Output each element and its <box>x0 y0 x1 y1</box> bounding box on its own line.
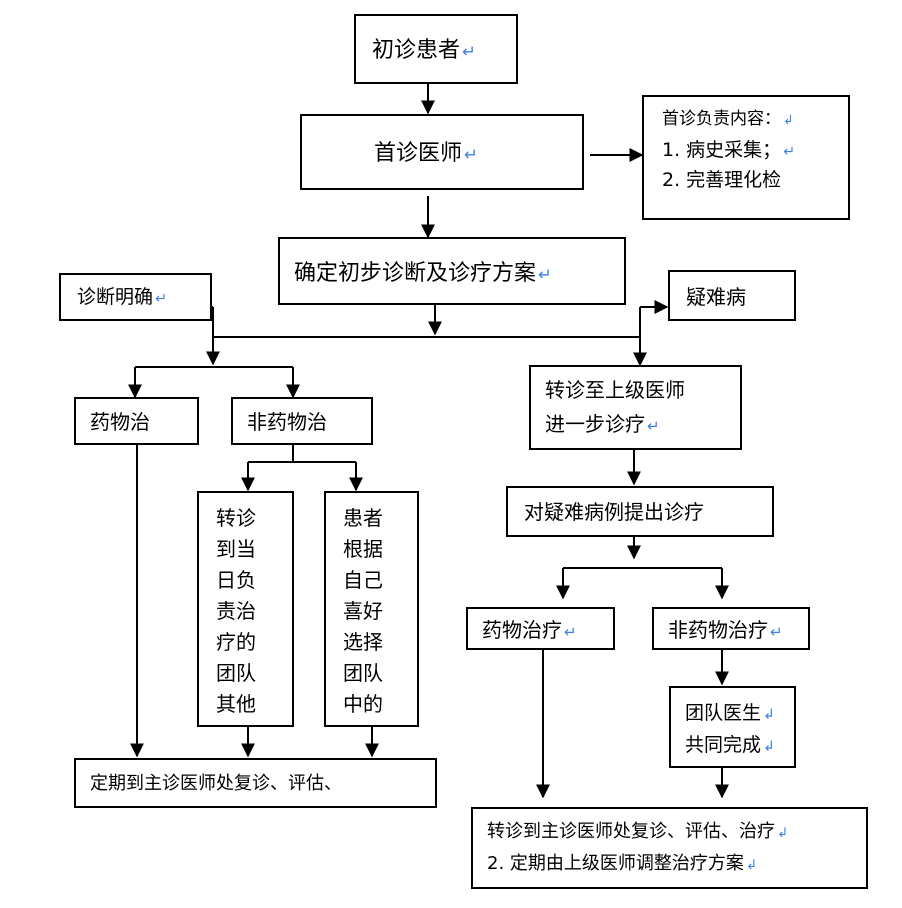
node-team-line2: 共同完成↲ <box>685 734 775 756</box>
node-drug-right: 药物治疗↵ <box>466 607 615 650</box>
node-followup-left-label: 定期到主诊医师处复诊、评估、 <box>90 773 342 794</box>
node-initial-patient: 初诊患者↵ <box>354 14 518 84</box>
node-first-doctor-label: 首诊医师↵ <box>374 141 478 166</box>
node-diagnosis-clear: 诊断明确↵ <box>59 273 212 321</box>
node-followup-right-line1: 转诊到主诊医师处复诊、评估、治疗↲ <box>487 821 789 842</box>
soft-return-mark-icon: ↲ <box>777 825 789 841</box>
node-responsibility: 首诊负责内容：↲ 1. 病史采集；↵ 2. 完善理化检 <box>642 95 850 220</box>
node-followup-right: 转诊到主诊医师处复诊、评估、治疗↲ 2. 定期由上级医师调整治疗方案↲ <box>471 807 868 889</box>
responsibility-item-2: 2. 完善理化检 <box>662 169 782 191</box>
patient-choice-text: 患者 根据 自己 喜好 选择 团队 中的 <box>343 506 383 716</box>
soft-return-mark-icon: ↲ <box>745 857 758 873</box>
node-plan-label: 确定初步诊断及诊疗方案↵ <box>294 261 552 286</box>
node-team: 团队医生↲ 共同完成↲ <box>669 686 796 768</box>
return-mark-icon: ↵ <box>538 265 552 284</box>
node-transfer-team-column: 转诊 到当 日负 责治 疗的 团队 其他 <box>197 491 294 727</box>
node-difficult-cases-label: 对疑难病例提出诊疗 <box>524 500 704 524</box>
soft-return-mark-icon: ↲ <box>763 707 775 723</box>
node-nondrug-left-label: 非药物治 <box>247 410 327 434</box>
node-initial-patient-label: 初诊患者↵ <box>372 38 476 63</box>
node-nondrug-left: 非药物治 <box>231 397 373 445</box>
return-mark-icon: ↵ <box>783 144 796 160</box>
node-followup-left: 定期到主诊医师处复诊、评估、 <box>74 758 437 808</box>
node-difficult-disease: 疑难病 <box>668 270 796 321</box>
return-mark-icon: ↵ <box>464 145 478 164</box>
node-difficult-disease-label: 疑难病 <box>686 285 746 309</box>
node-transfer-senior: 转诊至上级医师 进一步诊疗↵ <box>529 365 742 450</box>
node-transfer-senior-line1: 转诊至上级医师 <box>545 378 685 402</box>
node-difficult-cases: 对疑难病例提出诊疗 <box>506 486 774 537</box>
node-drug-right-label: 药物治疗↵ <box>482 618 577 642</box>
node-followup-right-line2: 2. 定期由上级医师调整治疗方案↲ <box>487 853 758 874</box>
return-mark-icon: ↵ <box>564 623 577 641</box>
return-mark-icon: ↵ <box>462 42 476 61</box>
node-drug-left-label: 药物治 <box>90 410 150 434</box>
return-mark-icon: ↵ <box>155 291 167 307</box>
node-patient-choice-column: 患者 根据 自己 喜好 选择 团队 中的 <box>324 491 419 727</box>
soft-return-mark-icon: ↲ <box>783 113 794 128</box>
node-nondrug-right-label: 非药物治疗↵ <box>668 618 783 642</box>
responsibility-item-1: 1. 病史采集；↵ <box>662 139 796 161</box>
node-transfer-senior-line2: 进一步诊疗↵ <box>545 412 660 436</box>
responsibility-title: 首诊负责内容：↲ <box>662 109 794 129</box>
return-mark-icon: ↵ <box>770 623 783 641</box>
return-mark-icon: ↵ <box>647 417 660 435</box>
node-team-line1: 团队医生↲ <box>685 702 775 724</box>
node-drug-left: 药物治 <box>74 397 199 445</box>
node-diagnosis-clear-label: 诊断明确↵ <box>77 286 167 308</box>
node-first-doctor: 首诊医师↵ <box>300 114 584 190</box>
node-nondrug-right: 非药物治疗↵ <box>652 607 810 650</box>
transfer-team-text: 转诊 到当 日负 责治 疗的 团队 其他 <box>216 506 256 716</box>
node-plan: 确定初步诊断及诊疗方案↵ <box>278 237 626 305</box>
soft-return-mark-icon: ↲ <box>763 739 775 755</box>
